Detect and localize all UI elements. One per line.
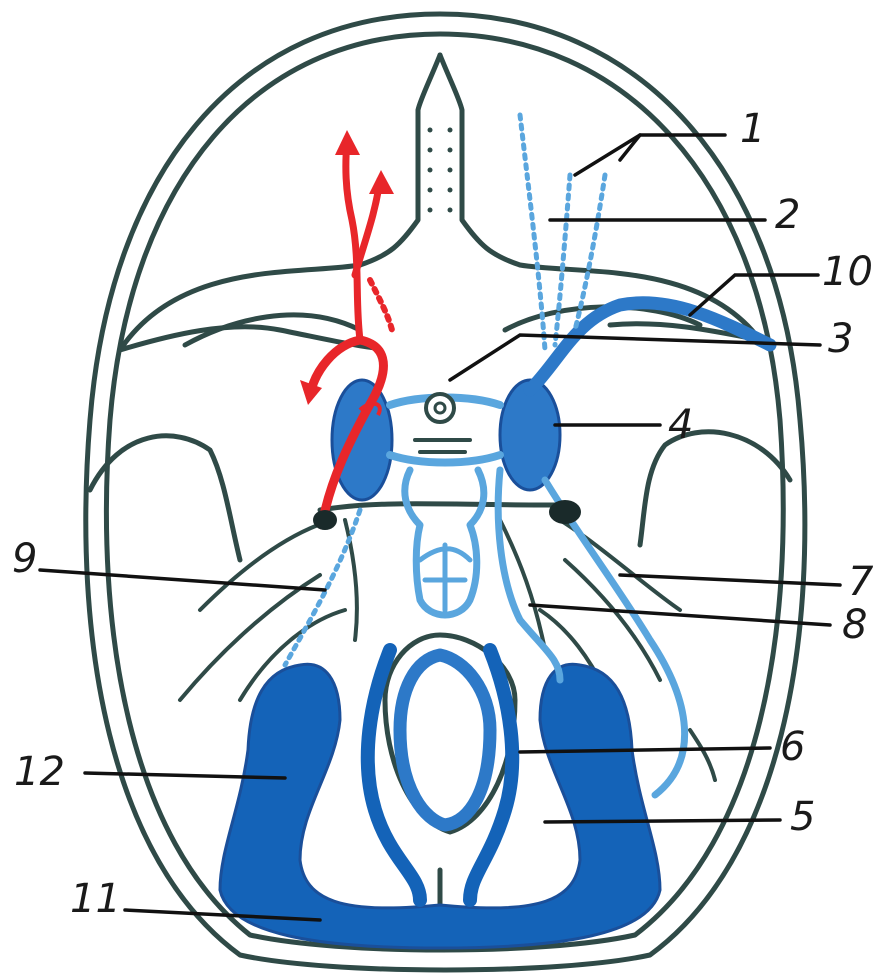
pituitary-stalk	[426, 394, 454, 422]
falx-anterior-right	[440, 55, 520, 265]
transverse-sigmoid-sinus	[220, 664, 660, 948]
intercavernous-sinus-posterior	[390, 455, 500, 463]
label-5: 5	[790, 794, 815, 840]
label-12: 12	[14, 749, 65, 795]
label-10: 10	[822, 249, 873, 295]
label-8: 8	[842, 602, 867, 648]
artery-red-dotted	[370, 280, 392, 330]
label-2: 2	[775, 192, 800, 238]
artery-arrowhead-1	[335, 130, 360, 155]
anterior-fossa-left	[120, 265, 375, 350]
skull-inner-outline	[106, 34, 783, 950]
cavernous-sinus-left	[332, 380, 392, 500]
middle-fossa-right	[640, 432, 790, 545]
label-6: 6	[780, 724, 805, 770]
dorsum-sellae	[415, 440, 470, 452]
carotid-canal-left	[313, 510, 337, 530]
label-1: 1	[740, 106, 765, 152]
middle-fossa-left	[90, 436, 240, 560]
label-4: 4	[668, 402, 693, 448]
petrous-ridge-left	[200, 525, 318, 610]
dotted-vein-b	[555, 175, 570, 345]
label-7: 7	[848, 559, 874, 605]
occipital-sinus-ring	[400, 655, 490, 825]
falx-anterior	[360, 55, 440, 265]
dorsum-line	[320, 504, 560, 510]
dotted-vein-a	[520, 115, 545, 350]
cribriform-plate-dots	[428, 128, 453, 213]
label-9: 9	[12, 536, 37, 582]
basilar-plexus-cross	[420, 545, 470, 610]
jugular-foramen-right	[549, 500, 581, 524]
pointer-arrows	[40, 135, 840, 920]
cavernous-sinus-right	[500, 380, 560, 490]
inferior-petrosal-sinus	[498, 470, 560, 680]
petrous-right-line4	[690, 730, 715, 780]
artery-arrowhead-2	[369, 170, 394, 194]
label-11: 11	[70, 876, 121, 922]
label-3: 3	[828, 316, 853, 362]
artery-red-branch1	[346, 140, 360, 340]
